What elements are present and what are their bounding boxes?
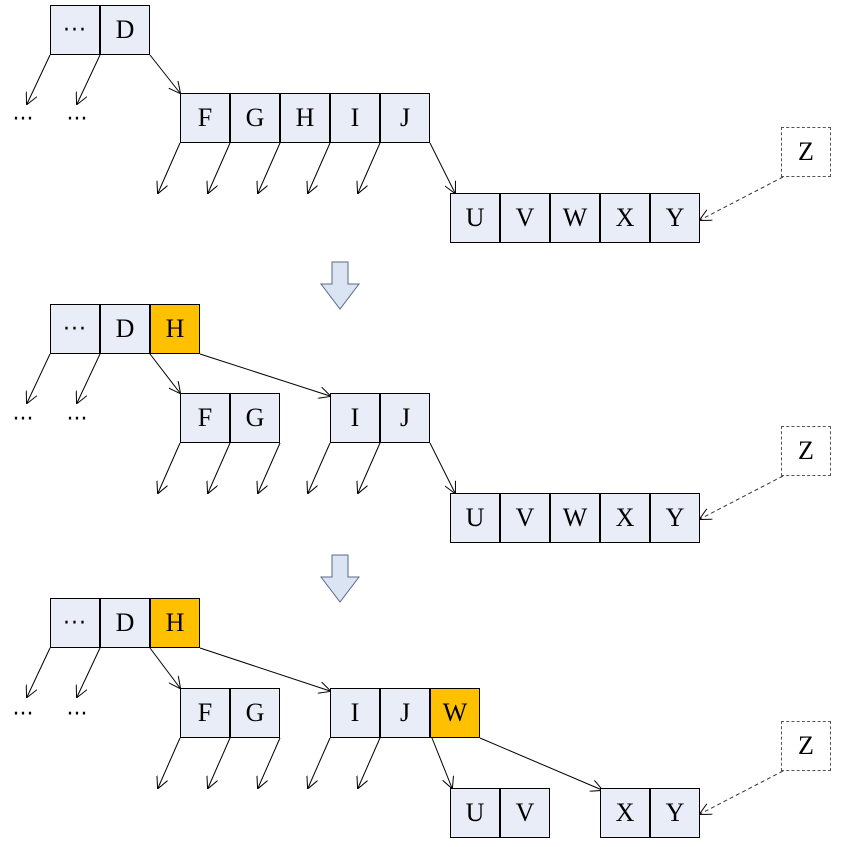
child-pointer bbox=[77, 647, 101, 697]
stage2-node-key-f: F bbox=[180, 393, 230, 443]
stage2-leaf-key-y: Y bbox=[650, 493, 700, 543]
child-pointer bbox=[149, 647, 180, 688]
child-pointer bbox=[27, 54, 51, 104]
stage3-root-ellipsis: ··· bbox=[50, 598, 100, 648]
transition-arrow bbox=[319, 554, 361, 603]
child-pointer bbox=[208, 442, 231, 493]
stage2-node-key-i: I bbox=[330, 393, 380, 443]
child-pointer bbox=[199, 353, 330, 396]
child-pointer bbox=[429, 442, 455, 493]
stage2-leaf-key-x: X bbox=[600, 493, 650, 543]
stage1-leaf-key-u: U bbox=[450, 193, 500, 243]
stage1-node-key-h: H bbox=[280, 93, 330, 143]
child-pointer bbox=[429, 142, 455, 193]
stage2-subtree-ellipsis: ··· bbox=[66, 407, 88, 432]
stage3-subtree-ellipsis: ··· bbox=[12, 702, 34, 727]
child-pointer bbox=[158, 442, 181, 493]
child-pointer bbox=[308, 142, 331, 193]
child-pointer bbox=[199, 647, 330, 691]
child-pointer bbox=[27, 647, 51, 697]
stage1-subtree-ellipsis: ··· bbox=[66, 107, 88, 132]
child-pointer bbox=[149, 353, 180, 393]
stage3-leaf-key-y: Y bbox=[650, 788, 700, 838]
child-pointer bbox=[431, 737, 452, 788]
stage2-leaf-key-w: W bbox=[550, 493, 600, 543]
child-pointer bbox=[358, 142, 381, 193]
insert-pointer bbox=[700, 770, 784, 814]
child-pointer bbox=[308, 737, 331, 788]
stage1-root-key-d: D bbox=[100, 5, 150, 55]
child-pointer bbox=[208, 142, 231, 193]
child-pointer bbox=[308, 442, 331, 493]
stage3-leaf-key-u: U bbox=[450, 788, 500, 838]
stage3-node-key-w-promoted: W bbox=[430, 688, 480, 738]
stage1-node-key-i: I bbox=[330, 93, 380, 143]
stage1-leaf-key-x: X bbox=[600, 193, 650, 243]
stage2-pending-key-z: Z bbox=[781, 426, 831, 476]
child-pointer bbox=[77, 353, 101, 403]
transition-arrow bbox=[319, 261, 361, 310]
stage2-subtree-ellipsis: ··· bbox=[12, 407, 34, 432]
stage1-root-ellipsis: ··· bbox=[50, 5, 100, 55]
stage2-leaf-key-u: U bbox=[450, 493, 500, 543]
child-pointer bbox=[258, 737, 281, 788]
child-pointer bbox=[149, 54, 180, 93]
stage2-root-key-d: D bbox=[100, 304, 150, 354]
child-pointer bbox=[258, 442, 281, 493]
stage2-node-key-j: J bbox=[380, 393, 430, 443]
stage2-leaf-key-v: V bbox=[500, 493, 550, 543]
stage3-node-key-f: F bbox=[180, 688, 230, 738]
child-pointer bbox=[358, 442, 381, 493]
stage3-leaf-key-v: V bbox=[500, 788, 550, 838]
stage1-node-key-g: G bbox=[230, 93, 280, 143]
child-pointer bbox=[358, 737, 381, 788]
child-pointer bbox=[77, 54, 101, 104]
child-pointer bbox=[27, 353, 51, 403]
stage3-root-key-h: H bbox=[150, 598, 200, 648]
stage1-leaf-key-y: Y bbox=[650, 193, 700, 243]
stage1-pending-key-z: Z bbox=[781, 127, 831, 177]
stage3-leaf-key-x: X bbox=[600, 788, 650, 838]
stage1-node-key-f: F bbox=[180, 93, 230, 143]
child-pointer bbox=[479, 737, 602, 790]
child-pointer bbox=[158, 142, 181, 193]
stage3-pending-key-z: Z bbox=[781, 721, 831, 771]
stage3-subtree-ellipsis: ··· bbox=[66, 702, 88, 727]
stage3-node-key-i: I bbox=[330, 688, 380, 738]
stage3-root-key-d: D bbox=[100, 598, 150, 648]
child-pointer bbox=[258, 142, 281, 193]
child-pointer bbox=[158, 737, 181, 788]
stage2-node-key-g: G bbox=[230, 393, 280, 443]
child-pointer bbox=[208, 737, 231, 788]
stage1-leaf-key-w: W bbox=[550, 193, 600, 243]
stage3-node-key-j: J bbox=[380, 688, 430, 738]
stage1-subtree-ellipsis: ··· bbox=[12, 107, 34, 132]
stage2-root-key-h-promoted: H bbox=[150, 304, 200, 354]
stage3-node-key-g: G bbox=[230, 688, 280, 738]
insert-pointer bbox=[700, 176, 784, 220]
insert-pointer bbox=[700, 475, 784, 519]
stage1-node-key-j: J bbox=[380, 93, 430, 143]
stage1-leaf-key-v: V bbox=[500, 193, 550, 243]
stage2-root-ellipsis: ··· bbox=[50, 304, 100, 354]
